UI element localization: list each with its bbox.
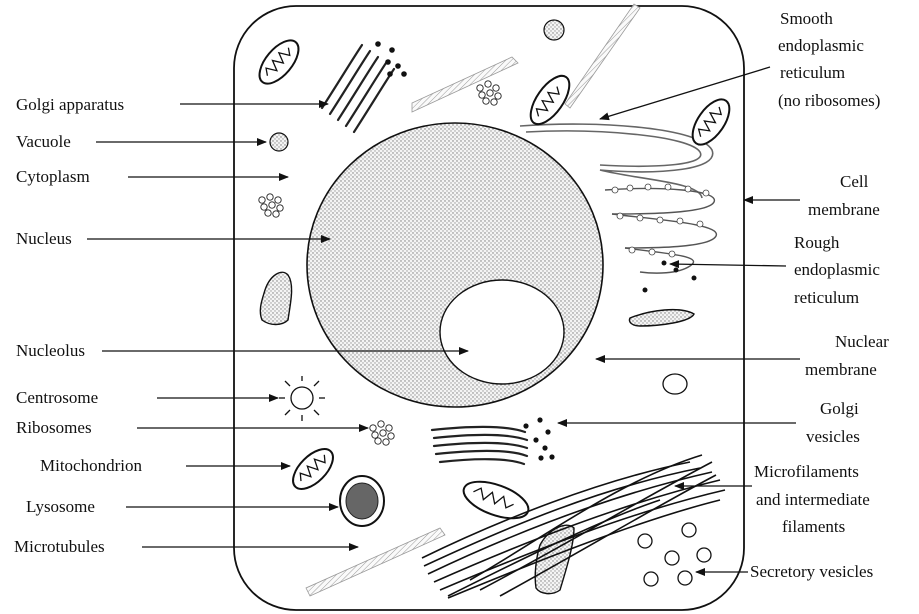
vacuole-top-shape	[544, 20, 564, 40]
svg-text:filaments: filaments	[782, 517, 845, 536]
label-nuclear-membrane: Nuclear membrane	[805, 332, 889, 379]
svg-text:(no ribosomes): (no ribosomes)	[778, 91, 880, 110]
svg-text:endoplasmic: endoplasmic	[794, 260, 880, 279]
label-nucleus: Nucleus	[16, 229, 72, 248]
label-centrosome: Centrosome	[16, 388, 98, 407]
vacuole-shape	[270, 133, 288, 151]
svg-text:membrane: membrane	[808, 200, 880, 219]
label-vacuole: Vacuole	[16, 132, 71, 151]
label-mitochondrion: Mitochondrion	[40, 456, 142, 475]
svg-text:membrane: membrane	[805, 360, 877, 379]
label-lysosome: Lysosome	[26, 497, 95, 516]
label-microfilaments: Microfilaments and intermediate filament…	[754, 462, 870, 536]
label-cell-membrane: Cell membrane	[808, 172, 880, 219]
svg-text:and intermediate: and intermediate	[756, 490, 870, 509]
svg-text:reticulum: reticulum	[794, 288, 859, 307]
svg-text:reticulum: reticulum	[780, 63, 845, 82]
label-rough-er: Rough endoplasmic reticulum	[794, 233, 880, 307]
label-smooth-er: Smooth endoplasmic reticulum (no ribosom…	[778, 9, 880, 110]
svg-text:Smooth: Smooth	[780, 9, 833, 28]
oval-vesicle-shape	[663, 374, 687, 394]
svg-text:Cell: Cell	[840, 172, 869, 191]
svg-text:vesicles: vesicles	[806, 427, 860, 446]
svg-text:Golgi: Golgi	[820, 399, 859, 418]
label-ribosomes: Ribosomes	[16, 418, 92, 437]
label-nucleolus: Nucleolus	[16, 341, 85, 360]
label-golgi-apparatus: Golgi apparatus	[16, 95, 124, 114]
nucleolus-shape	[440, 280, 564, 384]
label-secretory-vesicles: Secretory vesicles	[750, 562, 873, 581]
lysosome-shape	[340, 476, 384, 526]
svg-text:Nuclear: Nuclear	[835, 332, 889, 351]
label-golgi-vesicles: Golgi vesicles	[806, 399, 860, 446]
label-cytoplasm: Cytoplasm	[16, 167, 90, 186]
svg-text:Rough: Rough	[794, 233, 840, 252]
svg-text:endoplasmic: endoplasmic	[778, 36, 864, 55]
svg-text:Microfilaments: Microfilaments	[754, 462, 859, 481]
label-microtubules: Microtubules	[14, 537, 105, 556]
